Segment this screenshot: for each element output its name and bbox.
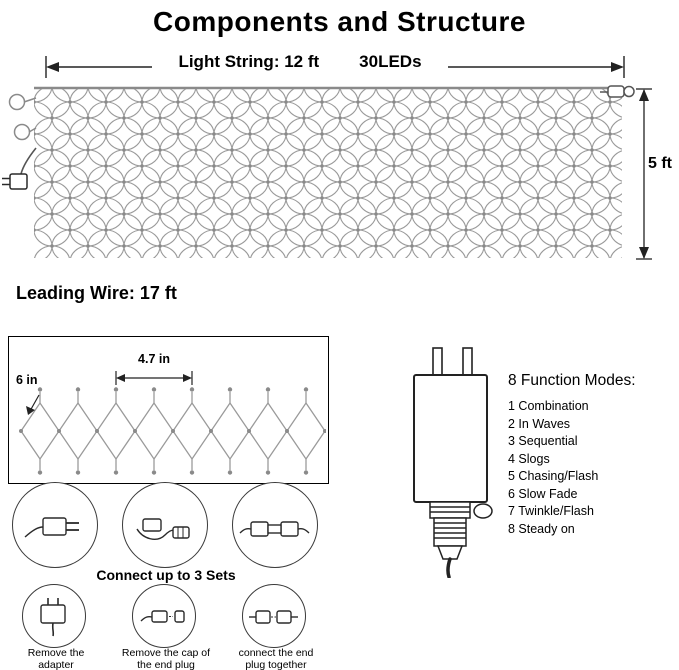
mode-item: 6 Slow Fade bbox=[508, 486, 578, 501]
light-string-length-label: Light String: 12 ft bbox=[178, 52, 320, 71]
connector-circle-end-plug bbox=[122, 482, 208, 568]
light-string-dimension-arrows bbox=[45, 56, 625, 78]
power-adapter-graphic bbox=[413, 347, 493, 578]
mode-item: 7 Twinkle/Flash bbox=[508, 504, 594, 518]
function-modes-list: 1 Combination 2 In Waves 3 Sequential 4 … bbox=[508, 398, 673, 538]
step-circle-remove-adapter bbox=[22, 584, 86, 648]
end-connector-graphic bbox=[600, 85, 635, 98]
net-mesh bbox=[34, 89, 622, 258]
mode-item: 5 Chasing/Flash bbox=[508, 469, 599, 483]
function-modes: 8 Function Modes: 1 Combination 2 In Wav… bbox=[508, 372, 673, 538]
connector-circle-joined bbox=[232, 482, 318, 568]
cell-height-label: 6 in bbox=[16, 373, 38, 387]
step-caption-connect-plugs: connect the end plug together bbox=[238, 647, 314, 670]
step-circle-connect-plugs bbox=[242, 584, 306, 648]
cell-width-label: 4.7 in bbox=[138, 352, 170, 366]
joined-plugs-icon bbox=[239, 521, 310, 537]
hanging-loop-icon bbox=[13, 123, 31, 141]
plug-cord bbox=[20, 147, 37, 175]
mode-item: 8 Steady on bbox=[508, 521, 575, 536]
remove-adapter-icon bbox=[40, 598, 66, 637]
connect-sets-title: Connect up to 3 Sets bbox=[96, 567, 236, 583]
connect-plugs-icon bbox=[249, 610, 298, 624]
height-dimension-arrow bbox=[636, 88, 652, 260]
step-caption-remove-cap: Remove the cap of the end plug bbox=[121, 647, 211, 670]
net-light-graphic bbox=[34, 86, 622, 258]
leading-wire-label: Leading Wire: 17 ft bbox=[16, 283, 177, 303]
mode-item: 4 Slogs bbox=[508, 451, 550, 466]
cell-width-dimension bbox=[115, 371, 193, 385]
hanging-loop-icon bbox=[8, 93, 26, 111]
connector-circle-plug bbox=[12, 482, 98, 568]
power-plug-and-loops-graphic bbox=[2, 93, 37, 190]
power-plug-icon bbox=[2, 173, 28, 190]
plug-connector-icon bbox=[24, 517, 79, 538]
remove-cap-icon bbox=[140, 610, 185, 623]
page-title: Components and Structure bbox=[153, 6, 526, 37]
function-modes-title: 8 Function Modes: bbox=[508, 372, 636, 389]
mode-item: 1 Combination bbox=[508, 399, 589, 413]
mode-button bbox=[473, 503, 493, 519]
led-count-label: 30LEDs bbox=[359, 52, 422, 71]
adapter-cord bbox=[446, 557, 452, 578]
mode-item: 3 Sequential bbox=[508, 434, 578, 448]
adapter-strain-relief bbox=[429, 501, 471, 560]
mode-item: 2 In Waves bbox=[508, 416, 571, 431]
light-string-labels: Light String: 12 ft 30LEDs bbox=[150, 52, 450, 72]
mesh-detail-graphic bbox=[19, 371, 326, 476]
adapter-body bbox=[413, 374, 488, 503]
end-plug-cap-icon bbox=[136, 518, 190, 540]
adapter-prongs bbox=[432, 347, 473, 377]
cell-height-pointer bbox=[29, 394, 40, 412]
step-caption-remove-adapter: Remove the adapter bbox=[27, 647, 85, 670]
step-circle-remove-cap bbox=[132, 584, 196, 648]
mesh-detail-box: 4.7 in 6 in bbox=[8, 336, 329, 484]
net-height-label: 5 ft bbox=[648, 155, 672, 172]
